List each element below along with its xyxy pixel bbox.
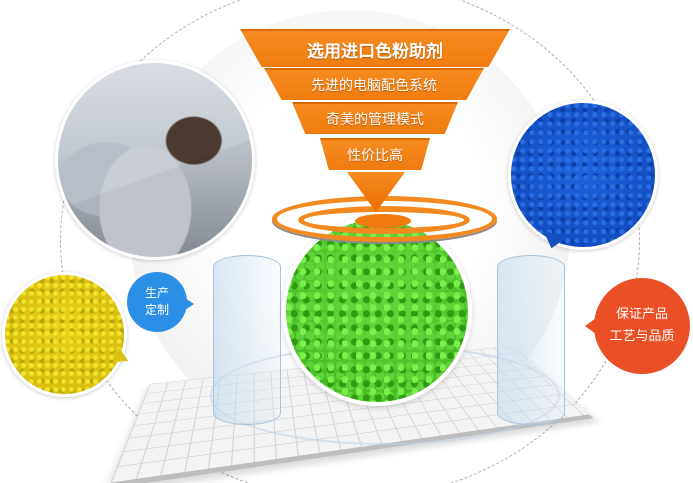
glass-panel-left <box>213 255 281 425</box>
custom-production-bubble: 生产 定制 <box>127 272 194 332</box>
lab-workers-photo <box>55 60 255 260</box>
orange-ring-core <box>355 214 411 228</box>
funnel-layer-label: 先进的电脑配色系统 <box>311 78 437 94</box>
bubble-line-2: 工艺与品质 <box>609 329 675 344</box>
dashed-orbit <box>60 0 640 483</box>
funnel-layer-label: 选用进口色粉助剂 <box>307 41 443 62</box>
quality-guarantee-bubble: 保证产品 工艺与品质 <box>585 278 690 374</box>
glass-panel-right <box>497 255 565 425</box>
green-pellets-photo <box>282 216 472 406</box>
funnel-layer-3: 奇美的管理模式 <box>292 102 458 134</box>
funnel-layer-label: 性价比高 <box>347 148 403 164</box>
funnel-layer-label: 奇美的管理模式 <box>326 112 424 128</box>
bubble-line-1: 保证产品 <box>615 307 668 322</box>
yellow-powder-photo <box>2 272 127 397</box>
funnel-layer-1: 选用进口色粉助剂 <box>240 29 510 67</box>
bubble-line-2: 定制 <box>144 303 169 317</box>
bubble-line-1: 生产 <box>144 286 169 300</box>
funnel-layer-4: 性价比高 <box>320 138 430 170</box>
orange-ring-inner <box>298 206 470 234</box>
funnel-layer-2: 先进的电脑配色系统 <box>264 68 484 100</box>
blue-powder-photo <box>508 100 658 250</box>
